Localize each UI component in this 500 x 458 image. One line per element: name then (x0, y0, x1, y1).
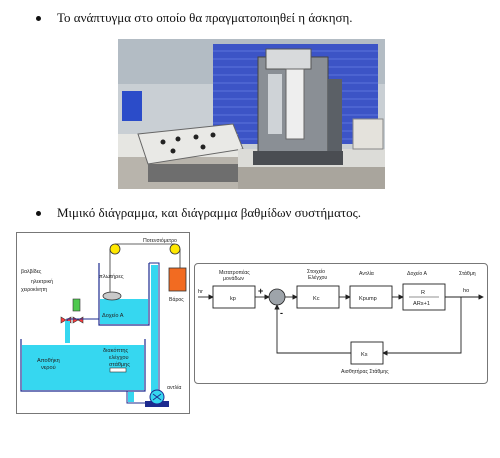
potentiometer-label: Ποτενσιόμετρο (143, 237, 177, 244)
weight-label: Βάρος (169, 296, 184, 303)
pump-label: αντλία (167, 385, 181, 391)
tf-numerator: R (421, 290, 425, 296)
level-switch-icon (109, 367, 127, 373)
mimic-diagram: Ποτενσιόμετρο Βάρος πλωτήρες Δοχείο Α βα… (16, 232, 190, 414)
electric-valve-icon (72, 298, 81, 312)
reservoir-label-line1: Αποθήκη (37, 357, 60, 364)
block-diagram: Μετατροπέας μονάδων Στοιχείο Ελέγχου Αντ… (194, 263, 488, 384)
reservoir-label-line2: νερού (41, 365, 56, 371)
bullet-text-apparatus: Το ανάπτυγμα στο οποίο θα πραγματοποιηθε… (57, 10, 353, 25)
bullet-dot (36, 210, 41, 216)
manual-valve-label: χειροκίνητη (21, 287, 47, 293)
plus-sign: + (258, 286, 263, 296)
sensor-gain-label: Ks (361, 352, 368, 358)
drain-valve-icon (72, 316, 84, 324)
converter-label-line1: Μετατροπέας (219, 269, 250, 276)
controller-label-line2: Ελέγχου (308, 274, 327, 281)
float-label: πλωτήρες (99, 273, 124, 280)
weight-block (168, 267, 187, 292)
reservoir-water (22, 345, 144, 390)
summing-junction (268, 288, 286, 306)
tank-a-label: Δοχείο Α (102, 313, 124, 319)
tank-block-label: Δοχείο Α (407, 271, 427, 277)
tf-denominator: ARs+1 (413, 301, 430, 307)
pulley-icon (169, 243, 181, 255)
bullet-dot (36, 15, 41, 21)
pulley-icon (109, 243, 121, 255)
valves-label: βαλβίδες (21, 269, 42, 275)
bullet-text-diagrams: Μιμικό διάγραμμα, και διάγραμμα βαθμίδων… (57, 205, 362, 220)
float-icon (102, 291, 122, 301)
sensor-label: Αισθητήρας Στάθμης (341, 368, 389, 375)
output-signal-label: ho (463, 288, 469, 294)
bullet-item-apparatus: Το ανάπτυγμα στο οποίο θα πραγματοποιηθε… (36, 10, 353, 26)
switch-label-line1: διακόπτης (103, 347, 129, 354)
electric-valve-label: ηλεκτρική (31, 278, 53, 285)
controller-label-line1: Στοιχείο (307, 269, 325, 275)
pump-block-label: Αντλία (359, 271, 374, 277)
kp-label: kp (230, 296, 236, 302)
reservoir-outline (20, 339, 146, 392)
input-signal-label: hr (198, 289, 203, 295)
tank-a-water (100, 299, 148, 324)
apparatus-photo (118, 39, 385, 189)
switch-label-line3: στάθμης (109, 361, 130, 368)
bullet-item-diagrams: Μιμικό διάγραμμα, και διάγραμμα βαθμίδων… (36, 205, 361, 221)
output-label: Στάθμη (459, 270, 476, 277)
tank-a-outline (98, 263, 150, 326)
converter-label-line2: μονάδων (223, 275, 244, 282)
kc-label: Kc (313, 296, 320, 302)
kpump-label: Kpump (359, 296, 377, 302)
minus-sign: - (280, 308, 283, 318)
switch-label-line2: ελέγχου (109, 354, 129, 361)
